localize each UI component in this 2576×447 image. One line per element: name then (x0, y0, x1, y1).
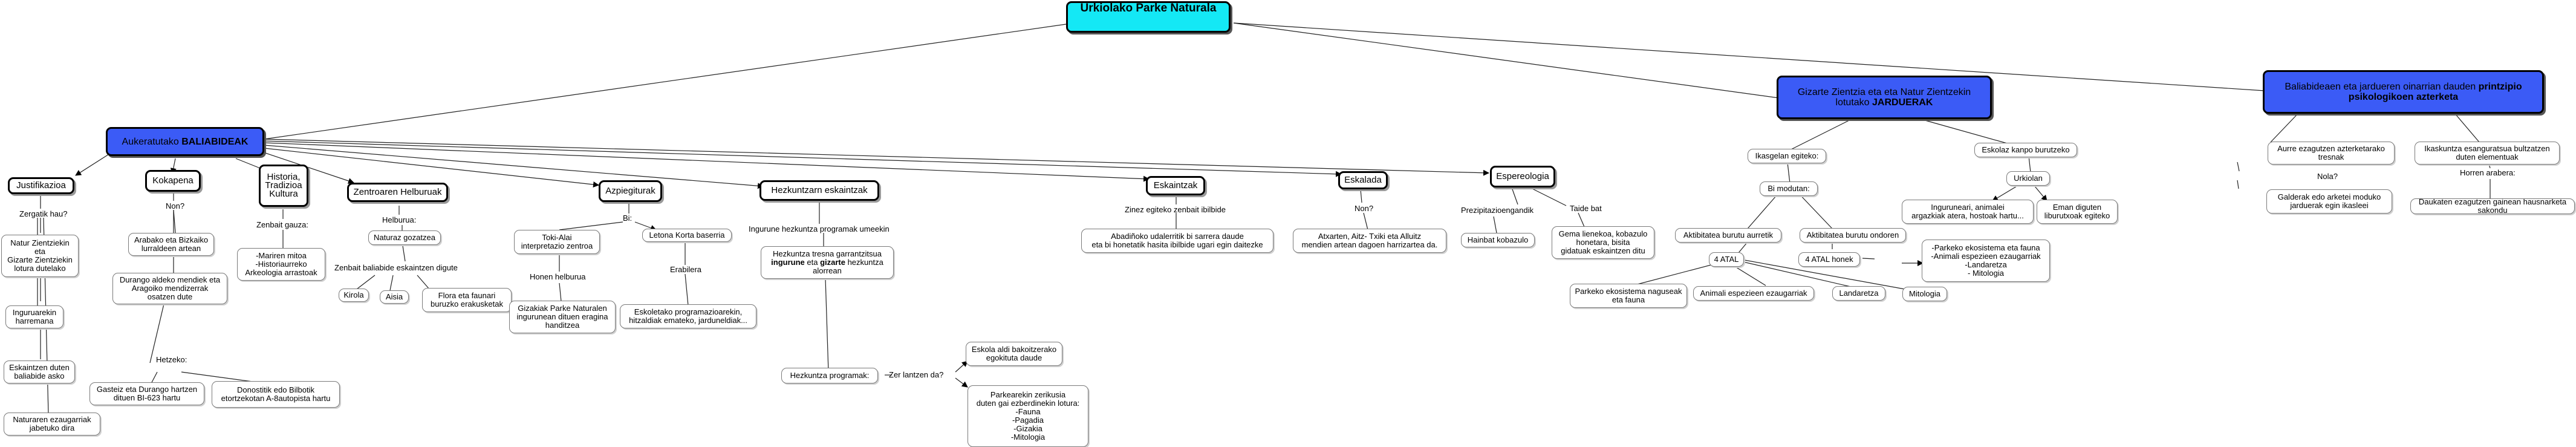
kokapena-question: Non? (166, 201, 185, 210)
aurre-ezagutzen-node[interactable]: Aurre ezagutzen azterketarako tresnak (2268, 142, 2395, 165)
bi-modutan-node[interactable]: Bi modutan: (1760, 181, 1818, 196)
eskaintzak-node[interactable]: Eskaintzak (1146, 176, 1205, 195)
naturaren-node[interactable]: Naturaren ezaugarriak jabetuko dira (4, 413, 100, 436)
ingurune-programak-label: Ingurune hezkuntza programak umeekin (749, 224, 890, 233)
eskalada-question: Non? (1355, 204, 1374, 213)
nola-label: Nola? (2317, 172, 2338, 181)
atxarten-node[interactable]: Atxarten, Aitz- Txiki eta Alluitz mendie… (1293, 229, 1446, 253)
historia-items-node[interactable]: -Mariren mitoa -Historiaurreko Arkeologi… (237, 248, 325, 281)
kirola-node[interactable]: Kirola (339, 289, 369, 302)
hezkuntza-node[interactable]: Hezkuntzarn eskaintzak (759, 180, 879, 201)
justifikazioa-node[interactable]: Justifikazioa (8, 177, 74, 194)
eskaintzen-node[interactable]: Eskaintzen duten baliabide asko (4, 361, 75, 383)
aisia-node[interactable]: Aisia (380, 290, 409, 304)
ikasgelan-node[interactable]: Ikasgelan egiteko: (1748, 149, 1826, 163)
4atal-node[interactable]: 4 ATAL (1709, 252, 1744, 267)
honen-helburua-label: Honen helburua (530, 272, 586, 281)
eskoletako-node[interactable]: Eskoletako programazioarekin, hitzaldiak… (620, 304, 756, 328)
gizakiak-node[interactable]: Gizakiak Parke Naturalen ingurunean ditu… (509, 301, 616, 333)
galderak-node[interactable]: Galderak edo arketei moduko jarduerak eg… (2266, 189, 2392, 214)
hezkuntza-tresna-node[interactable]: Hezkuntza tresna garrantzitsua ingurune … (761, 246, 894, 279)
flora-node[interactable]: Flora eta faunari buruzko erakusketak (422, 288, 512, 312)
horren-arabera-label: Horren arabera: (2460, 168, 2516, 177)
zinez-label: Zinez egiteko zenbait ibilbide (1125, 205, 1226, 214)
root-label: Urkiolako Parke Naturala (1080, 2, 1217, 15)
aktibitatea-ondoren-node[interactable]: Aktibitatea burutu ondoren (1800, 228, 1906, 243)
kokapena-node[interactable]: Kokapena (145, 170, 201, 192)
inguruarekin-node[interactable]: Inguruarekin harremana (5, 305, 63, 328)
zer-lantzen-label: Zer lantzen da? (889, 370, 944, 379)
letona-node[interactable]: Letona Korta baserria (642, 229, 732, 242)
animali-espezieen-node[interactable]: Animali espezieen ezaugarriak (1693, 286, 1814, 301)
baliabideak-node[interactable]: Aukeratutako BALIABIDEAK (106, 127, 264, 156)
hezkuntza-programak-node[interactable]: Hezkuntza programak: (781, 368, 878, 383)
gema-node[interactable]: Gema lienekoa, kobazulo honetara, bisita… (1552, 226, 1654, 259)
hainbat-kobazulo-node[interactable]: Hainbat kobazulo (1461, 233, 1535, 247)
root-node[interactable]: Urkiolako Parke Naturala (1066, 1, 1231, 33)
donostitik-node[interactable]: Donostitik edo Bilbotik etortzekotan A-8… (212, 381, 340, 408)
eskola-aldi-node[interactable]: Eskola aldi bakoitzerako egokituta daude (966, 342, 1062, 366)
aktibitatea-aurretik-node[interactable]: Aktibitatea burutu aurretik (1675, 228, 1781, 243)
printzipio-node[interactable]: Baliabideaen eta jardueren oinarrian dau… (2263, 70, 2544, 114)
gasteiz-node[interactable]: Gasteiz eta Durango hartzen dituen BI-62… (89, 382, 204, 405)
natur-zientziekin-node[interactable]: Natur Zientziekin eta Gizarte Zientzieki… (1, 235, 79, 277)
landaretza-node[interactable]: Landaretza (1832, 286, 1885, 301)
ikaskuntza-node[interactable]: Ikaskuntza esanguratsua bultzatzen duten… (2415, 142, 2560, 165)
hetzeko-label: Hetzeko: (156, 355, 187, 364)
eman-diguten-node[interactable]: Eman diguten liburutxoak egiteko (2037, 200, 2118, 224)
baliabideak-label: Aukeratutako BALIABIDEAK (122, 136, 249, 147)
abadino-node[interactable]: Abadiñoko udalerritik bi sarrera daude e… (1081, 229, 1273, 253)
eskalada-node[interactable]: Eskalada (1338, 171, 1388, 189)
erabilera-label: Erabilera (670, 265, 702, 274)
historia-question: Zenbait gauza: (256, 220, 309, 229)
taide-label: Taide bat (1570, 204, 1602, 213)
eskolaz-kanpo-node[interactable]: Eskolaz kanpo burutzeko (1974, 143, 2077, 157)
jarduerak-node[interactable]: Gizarte Zientzia eta eta Natur Zientzeki… (1777, 76, 1992, 119)
parkeko-ekosistema-node[interactable]: Parkeko ekosistema naguseak eta fauna (1570, 284, 1687, 308)
zentroa-node[interactable]: Zentroaren Helburuak (347, 183, 448, 202)
mitologia-node[interactable]: Mitologia (1902, 287, 1947, 301)
azpiegiturak-node[interactable]: Azpiegiturak (599, 180, 662, 202)
urkiolan-node[interactable]: Urkiolan (2006, 171, 2050, 186)
naturaz-node[interactable]: Naturaz gozatzea (368, 230, 441, 245)
4atal-honek-node[interactable]: 4 ATAL honek (1798, 252, 1860, 267)
helburua-label: Helburua: (382, 215, 417, 224)
toki-alai-node[interactable]: Toki-Alai interpretazio zentroa (514, 230, 600, 254)
zenbait-baliabide-label: Zenbait baliabide eskaintzen digute (334, 263, 458, 272)
arabako-node[interactable]: Arabako eta Bizkaiko lurraldeen artean (128, 233, 214, 256)
daukaten-node[interactable]: Daukaten ezagutzen gainean hausnarketa s… (2410, 198, 2575, 214)
historia-node[interactable]: Historia, Tradizioa Kultura (259, 165, 308, 207)
espereologia-node[interactable]: Espereologia (1490, 166, 1555, 188)
jarduerak-label: Gizarte Zientzia eta eta Natur Zientzeki… (1797, 87, 1971, 108)
durango-node[interactable]: Durango aldeko mendiek eta Aragoiko mend… (112, 273, 227, 304)
prezipitazioengandik-label: Prezipitazioengandik (1461, 206, 1534, 215)
parkearekin-node[interactable]: Parkearekin zerikusia duten gai ezberdin… (968, 385, 1088, 447)
hezkuntza-tresna-label: Hezkuntza tresna garrantzitsua ingurune … (771, 249, 883, 275)
printzipio-label: Baliabideaen eta jardueren oinarrian dau… (2285, 82, 2522, 102)
justifikazioa-question: Zergatik hau? (19, 209, 68, 218)
4atal-list-node[interactable]: -Parkeko ekosistema eta fauna -Animali e… (1922, 240, 2050, 282)
azpiegiturak-bi-label: Bi: (623, 214, 633, 223)
inguruneari-node[interactable]: Inguruneari, animalei argazkiak atera, h… (1902, 200, 2034, 224)
